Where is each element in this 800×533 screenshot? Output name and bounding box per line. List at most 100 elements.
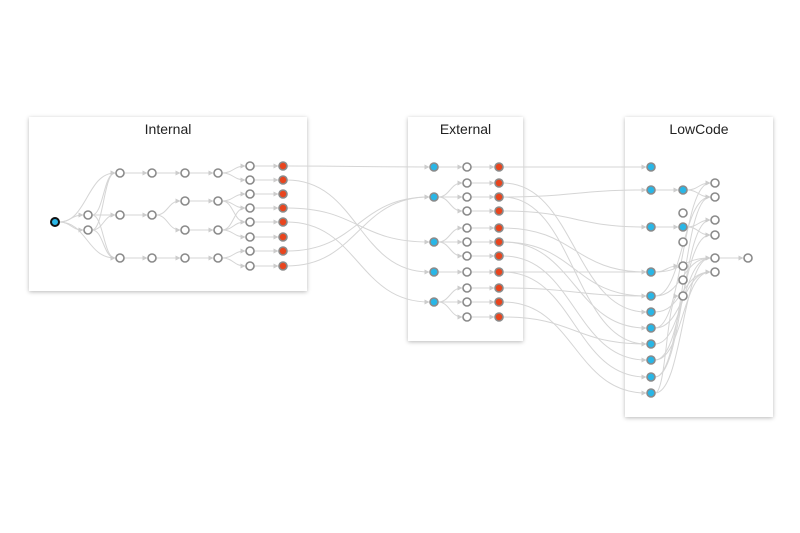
- output-node[interactable]: [278, 232, 288, 242]
- graph-node[interactable]: [115, 210, 125, 220]
- graph-node[interactable]: [115, 253, 125, 263]
- entry-node[interactable]: [678, 185, 688, 195]
- entry-node[interactable]: [646, 291, 656, 301]
- graph-node[interactable]: [213, 253, 223, 263]
- graph-edge: [502, 301, 647, 396]
- edge-layer: [58, 163, 744, 396]
- graph-node[interactable]: [147, 210, 157, 220]
- entry-node[interactable]: [646, 323, 656, 333]
- graph-edge: [221, 163, 246, 174]
- graph-node[interactable]: [115, 168, 125, 178]
- graph-node[interactable]: [180, 253, 190, 263]
- graph-node[interactable]: [710, 253, 720, 263]
- entry-node[interactable]: [429, 162, 439, 172]
- entry-node[interactable]: [646, 339, 656, 349]
- output-node[interactable]: [494, 312, 504, 322]
- output-node[interactable]: [494, 162, 504, 172]
- graph-edge: [437, 285, 463, 303]
- graph-edge: [502, 316, 647, 347]
- graph-node[interactable]: [710, 178, 720, 188]
- output-node[interactable]: [278, 203, 288, 213]
- graph-node[interactable]: [213, 196, 223, 206]
- graph-node[interactable]: [180, 225, 190, 235]
- graph-node[interactable]: [147, 253, 157, 263]
- output-node[interactable]: [494, 223, 504, 233]
- graph-node[interactable]: [743, 253, 753, 263]
- output-node[interactable]: [494, 297, 504, 307]
- output-node[interactable]: [494, 237, 504, 247]
- graph-node[interactable]: [710, 230, 720, 240]
- output-node[interactable]: [278, 175, 288, 185]
- entry-node[interactable]: [678, 222, 688, 232]
- graph-node[interactable]: [462, 283, 472, 293]
- graph-node[interactable]: [678, 237, 688, 247]
- graph-node[interactable]: [462, 267, 472, 277]
- graph-node[interactable]: [462, 312, 472, 322]
- entry-node[interactable]: [646, 388, 656, 398]
- entry-node[interactable]: [429, 297, 439, 307]
- output-node[interactable]: [494, 178, 504, 188]
- graph-node[interactable]: [245, 232, 255, 242]
- graph-node[interactable]: [245, 203, 255, 213]
- graph-edge: [91, 170, 116, 216]
- graph-edge: [221, 248, 246, 259]
- graph-node[interactable]: [678, 291, 688, 301]
- graph-node[interactable]: [678, 275, 688, 285]
- output-node[interactable]: [494, 206, 504, 216]
- entry-node[interactable]: [646, 372, 656, 382]
- entry-node[interactable]: [646, 222, 656, 232]
- graph-node[interactable]: [245, 261, 255, 271]
- graph-node[interactable]: [710, 215, 720, 225]
- output-node[interactable]: [494, 192, 504, 202]
- graph-node[interactable]: [462, 297, 472, 307]
- output-node[interactable]: [494, 283, 504, 293]
- graph-node[interactable]: [462, 223, 472, 233]
- graph-edge: [502, 271, 647, 380]
- entry-node[interactable]: [429, 192, 439, 202]
- graph-node[interactable]: [462, 206, 472, 216]
- entry-node[interactable]: [646, 162, 656, 172]
- entry-node[interactable]: [646, 355, 656, 365]
- entry-node[interactable]: [646, 307, 656, 317]
- output-node[interactable]: [278, 246, 288, 256]
- graph-node[interactable]: [678, 261, 688, 271]
- output-node[interactable]: [278, 189, 288, 199]
- graph-node[interactable]: [147, 168, 157, 178]
- output-node[interactable]: [278, 161, 288, 171]
- output-node[interactable]: [278, 261, 288, 271]
- graph-node[interactable]: [83, 225, 93, 235]
- graph-node[interactable]: [710, 267, 720, 277]
- graph-node[interactable]: [678, 208, 688, 218]
- graph-node[interactable]: [462, 162, 472, 172]
- entry-node[interactable]: [646, 267, 656, 277]
- entry-node[interactable]: [646, 185, 656, 195]
- graph-node[interactable]: [462, 178, 472, 188]
- graph-edge: [221, 172, 246, 183]
- graph-node[interactable]: [213, 168, 223, 178]
- graph-edge: [437, 301, 463, 320]
- output-node[interactable]: [494, 267, 504, 277]
- graph-node[interactable]: [83, 210, 93, 220]
- graph-edge: [502, 241, 647, 299]
- root-node[interactable]: [50, 217, 60, 227]
- graph-node[interactable]: [462, 237, 472, 247]
- graph-edge: [654, 263, 679, 273]
- graph-edge: [437, 225, 463, 243]
- graph-node[interactable]: [462, 251, 472, 261]
- graph-node[interactable]: [213, 225, 223, 235]
- output-node[interactable]: [278, 217, 288, 227]
- output-node[interactable]: [494, 251, 504, 261]
- graph-node[interactable]: [180, 168, 190, 178]
- graph-node[interactable]: [462, 192, 472, 202]
- graph-edge: [91, 212, 116, 231]
- graph-node[interactable]: [245, 246, 255, 256]
- graph-node[interactable]: [710, 192, 720, 202]
- graph-node[interactable]: [245, 175, 255, 185]
- entry-node[interactable]: [429, 267, 439, 277]
- panel-title-internal: Internal: [144, 121, 192, 137]
- graph-node[interactable]: [180, 196, 190, 206]
- graph-node[interactable]: [245, 217, 255, 227]
- graph-node[interactable]: [245, 161, 255, 171]
- graph-node[interactable]: [245, 189, 255, 199]
- entry-node[interactable]: [429, 237, 439, 247]
